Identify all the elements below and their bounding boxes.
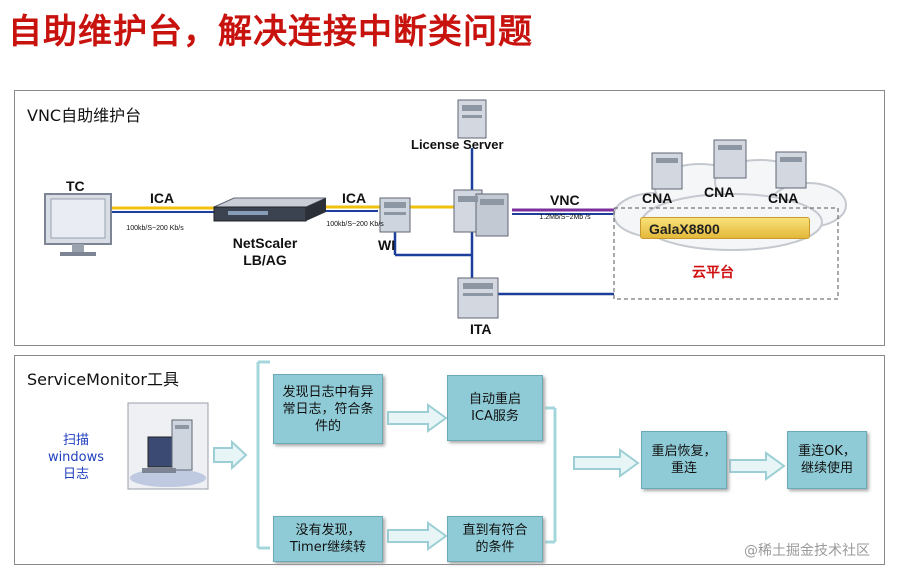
- ica-right-label: ICA: [342, 190, 367, 206]
- netscaler-device-icon: [213, 197, 327, 222]
- scan-windows-log-label: 扫描 windows 日志: [47, 433, 105, 482]
- wi-server-icon: [379, 197, 411, 233]
- vnc-label: VNC: [550, 192, 580, 208]
- arrow-icon: [387, 403, 448, 433]
- arrow-icon: [213, 439, 248, 471]
- cloud-dashed-box: [613, 207, 839, 300]
- cna-label-1: CNA: [642, 190, 673, 206]
- watermark: @稀土掘金技术社区: [744, 543, 870, 559]
- ita-label: ITA: [470, 321, 492, 337]
- vnc-speed: 1.2Mb/S~2Mb /s: [539, 214, 591, 221]
- cloud-platform-label: 云平台: [692, 265, 734, 281]
- tc-label: TC: [66, 178, 85, 194]
- galax-bar: GalaX8800: [640, 217, 810, 239]
- box-found-abnormal-log: 发现日志中有异常日志，符合条件的: [273, 374, 383, 444]
- ica-left-label: ICA: [150, 190, 175, 206]
- box-auto-restart-ica: 自动重启ICA服务: [447, 375, 543, 441]
- tc-monitor-icon: [44, 193, 112, 256]
- netscaler-label: NetScaler LB/AG: [232, 235, 298, 268]
- box-until-condition: 直到有符合的条件: [447, 516, 543, 562]
- cna-server-icon-1: [651, 152, 683, 190]
- vnc-panel-title: VNC自助维护台: [27, 106, 142, 125]
- arrow-icon: [729, 451, 786, 481]
- cna-server-icon-2: [713, 139, 747, 179]
- box-reconnect-ok: 重连OK，继续使用: [787, 431, 867, 489]
- page-title: 自助维护台，解决连接中断类问题: [8, 12, 533, 52]
- ica-left-speed: 100kb/S~200 Kb/s: [126, 225, 184, 232]
- cna-server-icon-3: [775, 151, 807, 189]
- flow-bracket-right: [545, 406, 557, 544]
- central-server-icon: [453, 189, 509, 237]
- arrow-icon: [387, 521, 448, 551]
- flow-bracket-left: [256, 360, 270, 550]
- cna-label-2: CNA: [704, 184, 735, 200]
- arrow-icon: [573, 448, 640, 478]
- box-not-found: 没有发现，Timer继续转: [273, 516, 383, 562]
- cna-label-3: CNA: [768, 190, 799, 206]
- license-server-label: License Server: [411, 137, 504, 152]
- windows-log-computer-icon: [127, 402, 209, 490]
- ica-right-speed: 100kb/S~200 Kb/s: [326, 221, 384, 228]
- ita-server-icon: [457, 277, 499, 319]
- license-server-icon: [457, 99, 487, 139]
- box-restart-restore: 重启恢复，重连: [641, 431, 727, 489]
- wi-label: WI: [378, 237, 396, 253]
- service-monitor-title: ServiceMonitor工具: [27, 370, 179, 389]
